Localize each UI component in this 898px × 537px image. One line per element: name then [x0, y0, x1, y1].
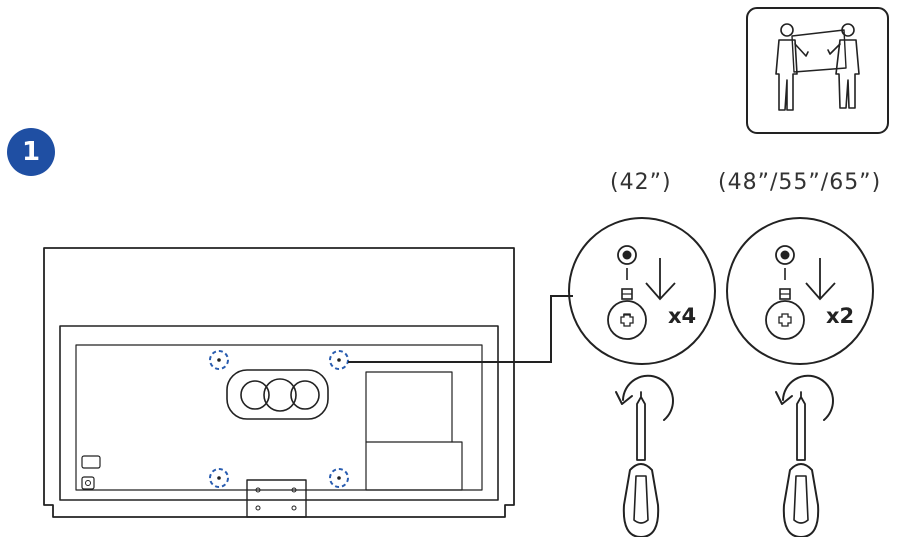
screw-callout-48-55-65	[726, 217, 874, 365]
screwdriver-icon-48-55-65	[775, 374, 834, 537]
quantity-label-42: x4	[668, 304, 697, 328]
screw-callout-42	[568, 217, 716, 365]
size-label-42: (42”)	[610, 170, 672, 195]
two-person-carry-icon	[746, 7, 889, 134]
screwdriver-icon-42	[615, 374, 674, 537]
step-number-badge: 1	[7, 128, 55, 176]
tv-back-panel	[43, 247, 515, 518]
screw-hole-markers	[209, 350, 349, 488]
size-label-48-55-65: (48”/55”/65”)	[718, 170, 882, 195]
quantity-label-48-55-65: x2	[826, 304, 855, 328]
screw-hole-top-left	[209, 350, 229, 370]
screw-hole-bottom-left	[209, 468, 229, 488]
callout-leader-line	[348, 295, 573, 363]
screw-hole-bottom-right	[329, 468, 349, 488]
screw-hole-top-right	[329, 350, 349, 370]
